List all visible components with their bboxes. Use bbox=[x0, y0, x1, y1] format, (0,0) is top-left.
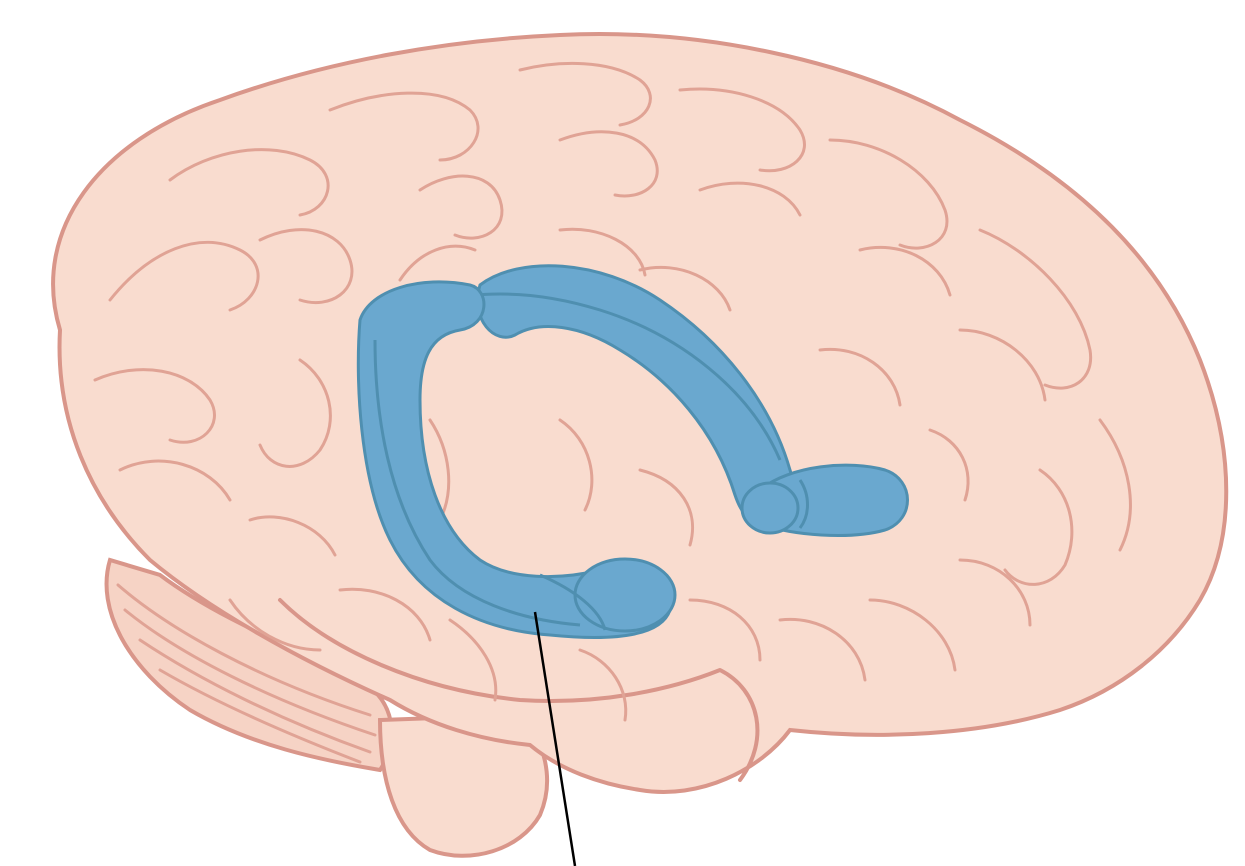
brain-diagram bbox=[0, 0, 1245, 866]
